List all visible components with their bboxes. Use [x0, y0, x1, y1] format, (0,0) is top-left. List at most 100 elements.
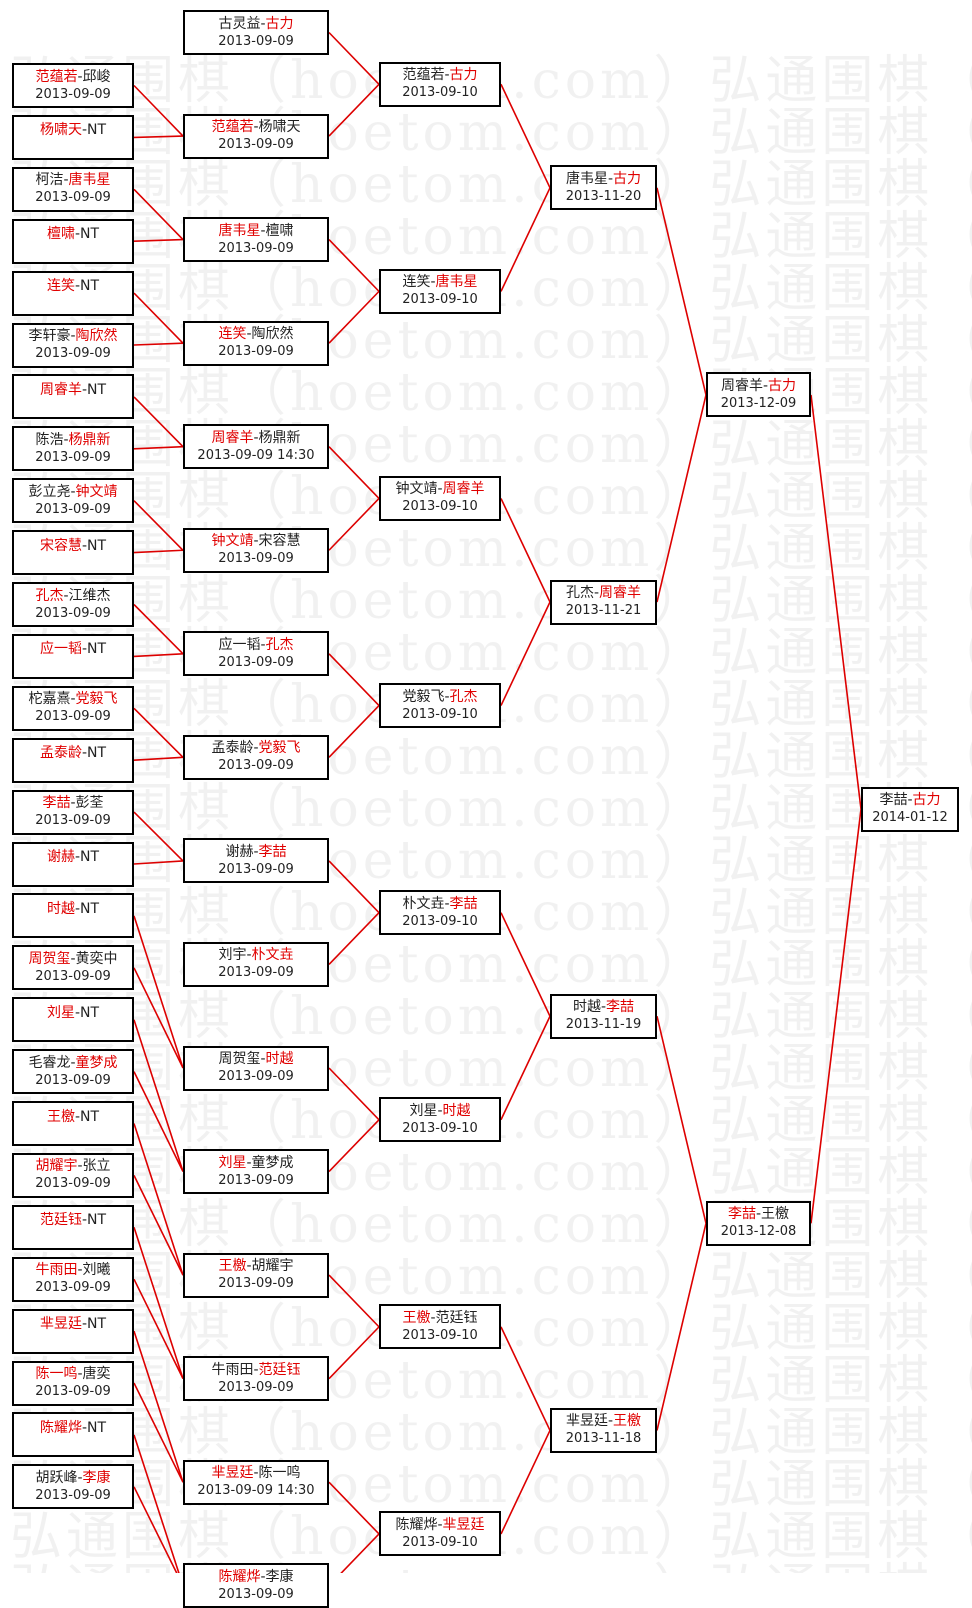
connector-line [133, 84, 184, 137]
separator: - [70, 1054, 76, 1071]
match-date: 2013-09-09 [218, 33, 294, 49]
separator: - [260, 1051, 266, 1067]
match-players: 李喆-彭荃 [42, 794, 103, 812]
connector-line [133, 1019, 184, 1172]
separator: - [444, 895, 450, 912]
player-name: NT [80, 900, 100, 917]
match-date: 2013-09-09 [218, 1586, 294, 1602]
separator: - [762, 377, 769, 394]
connector-line [133, 967, 184, 1069]
match-players: 朴文垚-李喆 [402, 895, 477, 913]
match-date: 2013-09-09 [35, 190, 111, 206]
player-name: NT [80, 849, 100, 865]
player-name: 邱峻 [82, 68, 111, 85]
winner-name: 牛雨田 [35, 1262, 78, 1279]
connector-line [500, 187, 551, 292]
match-box: 宋容慧-NT [12, 530, 134, 576]
player-name: 钟文靖 [395, 481, 438, 498]
match-date: 2013-09-09 [35, 449, 111, 465]
winner-name: 李喆 [727, 1206, 756, 1223]
player-name: 刘曦 [82, 1262, 111, 1279]
winner-name: 唐韦星 [218, 222, 261, 239]
match-box: 周睿羊-NT [12, 374, 134, 420]
winner-name: 孔杰 [35, 587, 64, 604]
player-name: 孟泰龄 [211, 740, 254, 757]
winner-name: 范廷钰 [258, 1361, 301, 1378]
connector-line [328, 1067, 380, 1121]
winner-name: 李喆 [449, 895, 478, 912]
connector-line [133, 1071, 184, 1172]
winner-name: 朴文垚 [251, 947, 294, 964]
winner-name: 杨鼎新 [68, 431, 111, 448]
match-date: 2013-09-09 [218, 1379, 294, 1395]
match-players: 陈浩-杨鼎新 [35, 431, 110, 449]
separator: - [246, 326, 252, 343]
match-date: 2013-09-10 [402, 1534, 478, 1550]
match-players: 刘星-NT [47, 1004, 99, 1022]
winner-name: 时越 [46, 900, 75, 917]
player-name: 范廷钰 [435, 1309, 478, 1326]
match-players: 孟泰龄-党毅飞 [211, 739, 300, 757]
player-name: NT [80, 226, 100, 243]
connector-line [133, 603, 184, 655]
separator: - [430, 1309, 436, 1326]
winner-name: 党毅飞 [75, 691, 118, 708]
connector-line [133, 238, 184, 242]
player-name: 杨鼎新 [258, 429, 301, 446]
match-players: 柁嘉熹-党毅飞 [28, 690, 117, 708]
match-players: 谢赫-李喆 [225, 843, 286, 861]
winner-name: 陈耀烨 [218, 1568, 261, 1585]
connector-line [328, 31, 380, 85]
winner-name: 陶欣然 [75, 328, 118, 344]
separator: - [81, 381, 88, 398]
winner-name: 周睿羊 [599, 585, 642, 602]
connector-line [133, 756, 184, 761]
separator: - [246, 1154, 252, 1171]
winner-name: 芈昱廷 [442, 1516, 485, 1533]
separator: - [74, 900, 81, 917]
separator: - [253, 1361, 259, 1378]
separator: - [74, 1108, 81, 1125]
separator: - [253, 533, 259, 550]
match-players: 唐韦星-檀啸 [218, 222, 293, 240]
player-name: 党毅飞 [402, 688, 445, 705]
player-name: 孔杰 [565, 585, 594, 602]
player-name: 谢赫 [225, 843, 254, 860]
connector-line [810, 809, 862, 1224]
separator: - [81, 641, 88, 658]
winner-name: 王檄 [46, 1108, 75, 1125]
match-date: 2013-09-09 [35, 1487, 111, 1503]
player-name: 朴文垚 [402, 895, 445, 912]
winner-name: 谢赫 [46, 849, 75, 865]
separator: - [77, 1262, 83, 1279]
winner-name: 胡耀宇 [35, 1158, 78, 1175]
connector-line [133, 1434, 180, 1573]
player-name: 连笑 [402, 274, 431, 291]
match-date: 2013-09-09 14:30 [197, 1483, 315, 1499]
winner-name: 周贺玺 [28, 950, 71, 967]
match-date: 2013-09-09 [35, 86, 111, 102]
winner-name: 陈一鸣 [35, 1366, 78, 1382]
match-players: 胡耀宇-张立 [35, 1157, 110, 1175]
connector-line [328, 1119, 380, 1173]
connector-line [500, 83, 551, 189]
match-date: 2013-09-09 [35, 968, 111, 984]
player-name: NT [87, 1316, 107, 1333]
separator: - [253, 119, 259, 136]
match-players: 刘星-童梦成 [218, 1154, 293, 1172]
match-players: 唐韦星-古力 [566, 170, 641, 188]
match-players: 连笑-NT [47, 277, 99, 295]
